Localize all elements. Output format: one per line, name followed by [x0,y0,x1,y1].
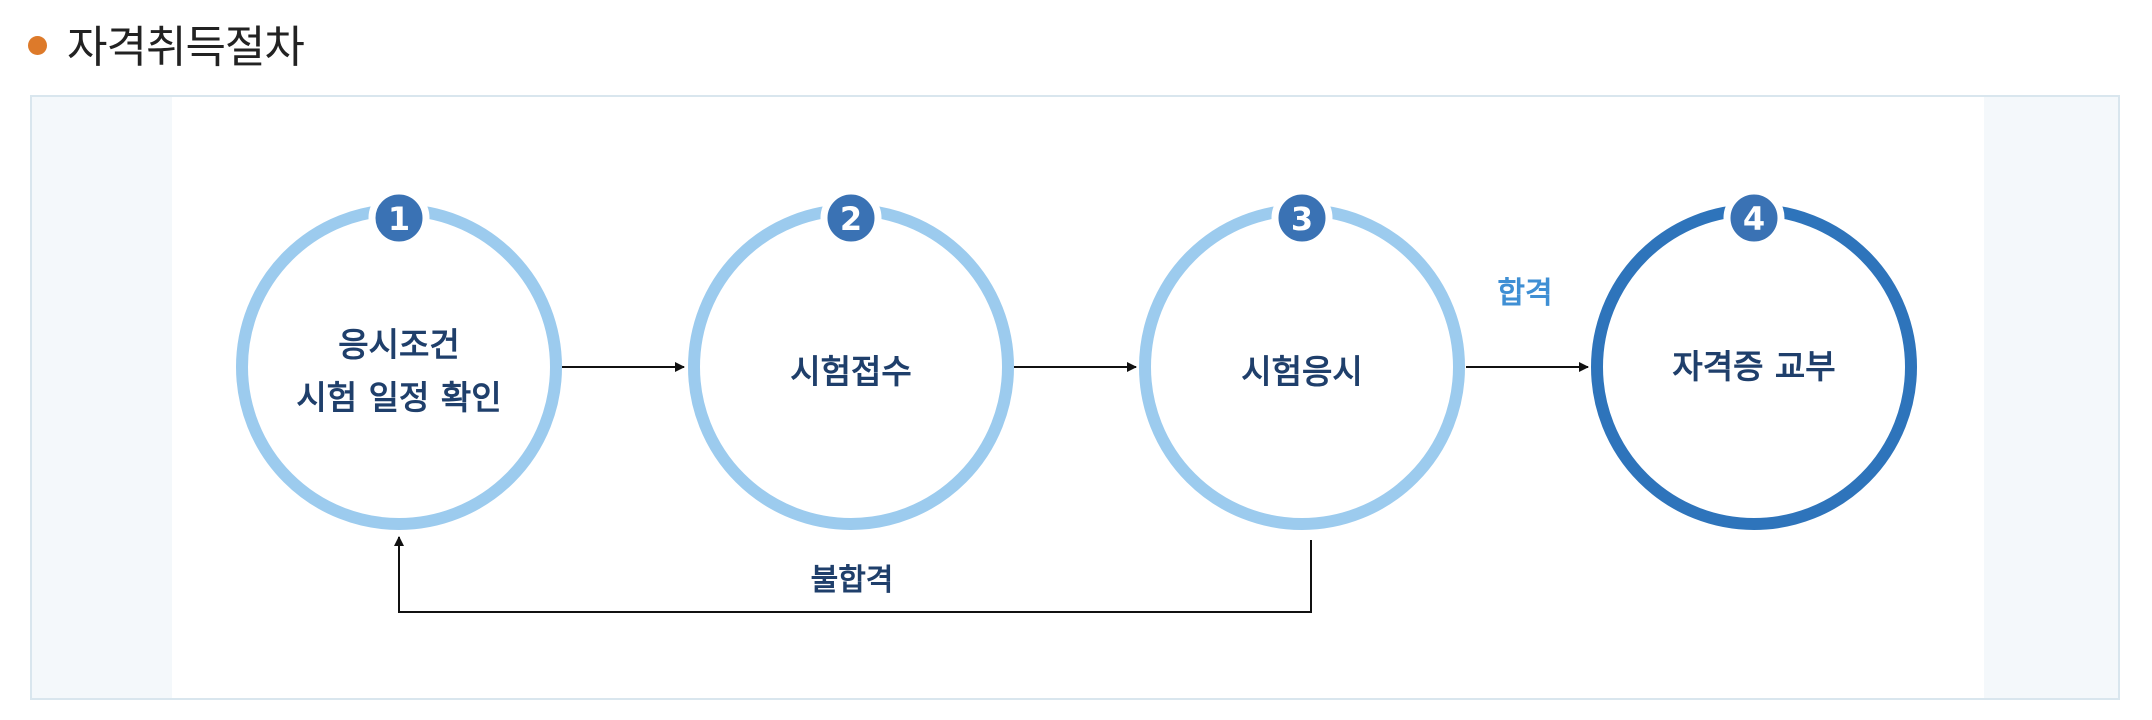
step-2-number: 2 [840,200,862,238]
step-3-number: 3 [1291,200,1313,238]
step-4-number: 4 [1743,200,1765,238]
step-3-label: 시험응시 [1241,352,1362,391]
step-1-label-line-1: 응시조건 [338,325,459,364]
step-3: 3 시험응시 [1139,187,1465,530]
bullet-dot-icon [28,35,47,55]
step-3-badge [1271,187,1333,249]
step-1-badge [368,187,430,249]
step-4-label: 자격증 교부 [1672,347,1835,386]
step-1-ring [236,204,562,530]
pass-label: 합격 [1497,276,1552,311]
fail-loop-arrow [394,536,1312,613]
step-2: 2 시험접수 [688,187,1014,530]
section-title: 자격취득절차 [67,22,305,73]
step-4-badge [1723,187,1785,249]
fail-label: 불합격 [811,563,894,598]
step-1-label-line-2: 시험 일정 확인 [296,378,501,417]
section-header: 자격취득절차 [28,10,305,76]
step-2-label: 시험접수 [790,352,911,391]
step-1: 1 응시조건 시험 일정 확인 [236,187,562,530]
step-2-badge [820,187,882,249]
step-1-number: 1 [388,200,410,238]
step-4: 4 자격증 교부 [1591,187,1917,530]
